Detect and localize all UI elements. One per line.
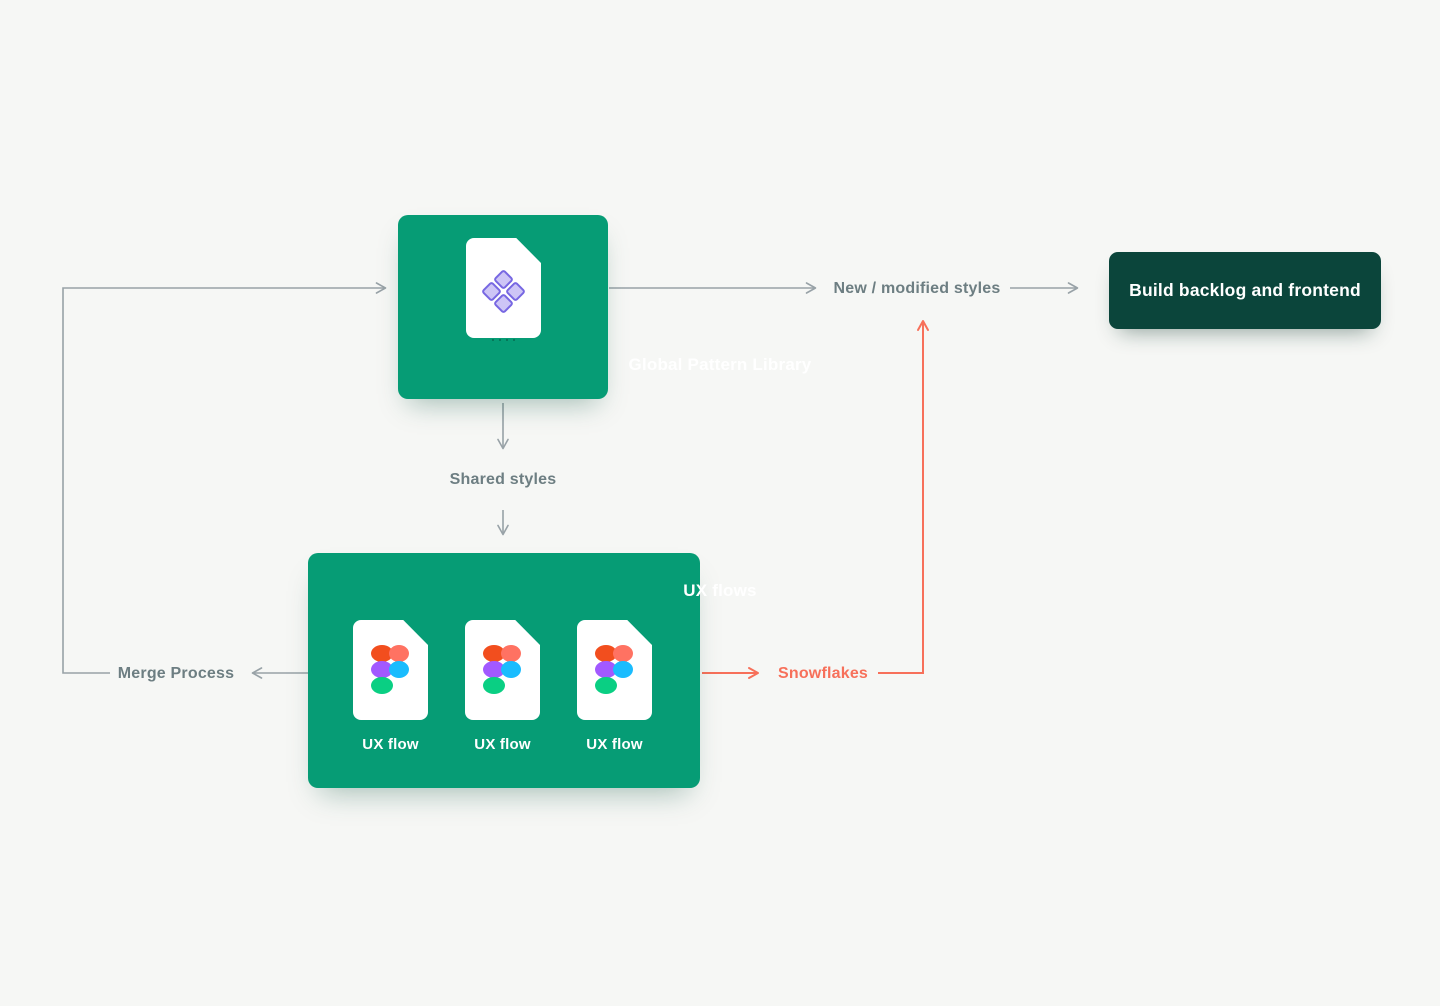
- edge-label-shared-styles: Shared styles: [449, 471, 557, 488]
- edge-label-snowflakes: Snowflakes: [777, 665, 869, 682]
- global-pattern-library-label: Global Pattern Library: [628, 355, 812, 374]
- figma-logo-icon: [595, 645, 634, 694]
- edge-label-new-modified-styles: New / modified styles: [833, 280, 1001, 297]
- ux-flow-file-label: UX flow: [586, 736, 643, 753]
- figma-doc-icon: [577, 620, 652, 720]
- figma-logo-icon: [371, 645, 410, 694]
- ux-flow-file-label: UX flow: [362, 736, 419, 753]
- global-pattern-library-node: [398, 215, 608, 399]
- pattern-library-doc-icon: [466, 238, 541, 338]
- figma-doc-icon: [353, 620, 428, 720]
- ux-flow-file-label: UX flow: [474, 736, 531, 753]
- build-backlog-label: Build backlog and frontend: [1129, 280, 1361, 300]
- diamond-pattern-icon: [466, 238, 541, 338]
- doc-decoration-dots: [398, 339, 608, 341]
- figma-doc-icon: [465, 620, 540, 720]
- build-backlog-node: Build backlog and frontend: [1109, 252, 1381, 329]
- edge-label-merge-process: Merge Process: [117, 665, 235, 682]
- figma-logo-icon: [483, 645, 522, 694]
- ux-flows-title: UX flows: [683, 581, 757, 600]
